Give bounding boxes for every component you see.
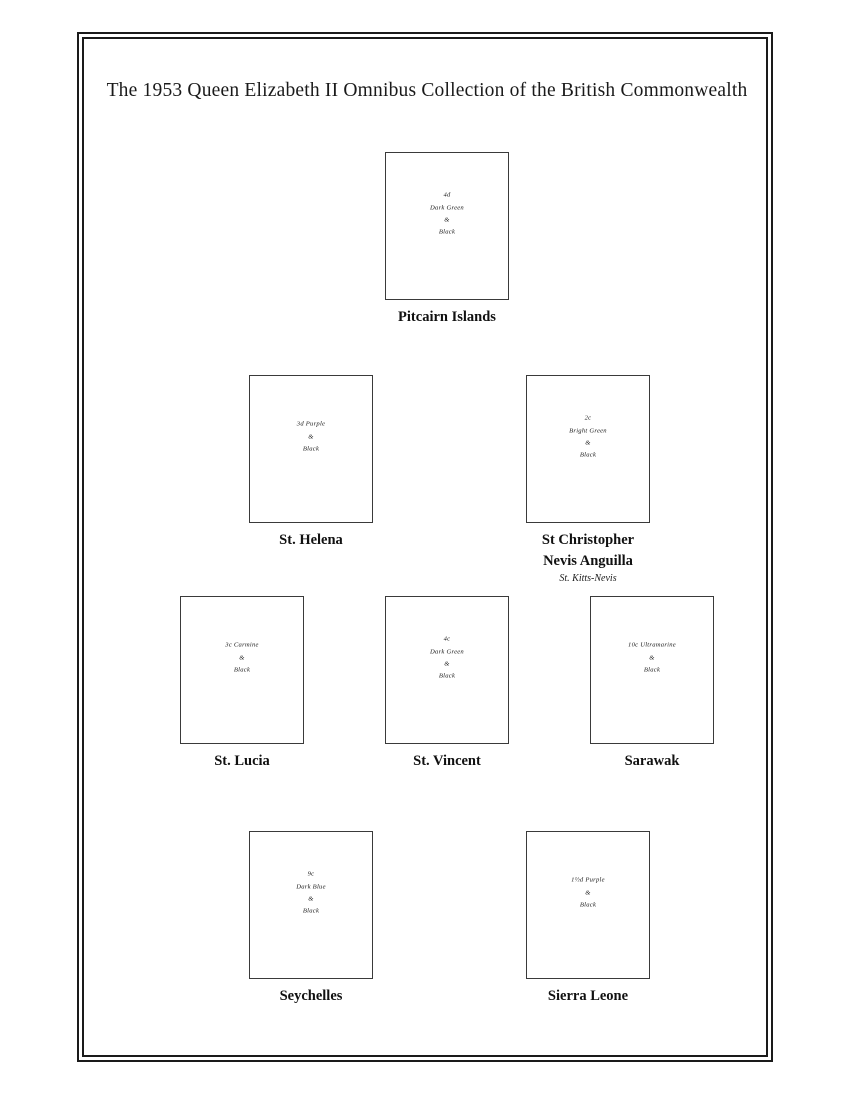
stamp-country-label: St. Lucia: [214, 753, 270, 769]
stamp-country-sublabel: St. Kitts-Nevis: [559, 573, 617, 585]
stamp-desc-line: Black: [302, 445, 320, 453]
stamp-mount-box-st-vincent[interactable]: 4c Dark Green & Black: [385, 596, 509, 744]
stamp-desc-line: Bright Green: [569, 427, 607, 435]
stamp-description-st-vincent: 4c Dark Green & Black: [386, 634, 508, 683]
stamp-description-st-helena: 3d Purple & Black: [250, 419, 372, 456]
stamp-mount-box-seychelles[interactable]: 9c Dark Blue & Black: [249, 831, 373, 979]
stamp-desc-line: Black: [438, 672, 456, 680]
stamp-desc-line: 1½d Purple: [571, 877, 605, 885]
frame-inner-rule-1: [82, 37, 768, 1057]
stamp-description-st-lucia: 3c Carmine & Black: [181, 640, 303, 677]
stamp-mount-box-st-lucia[interactable]: 3c Carmine & Black: [180, 596, 304, 744]
stamp-desc-line: 2c: [584, 414, 592, 422]
stamp-desc-line: 3d Purple: [296, 421, 326, 429]
stamp-desc-line: Black: [438, 228, 456, 236]
album-page-frame: The 1953 Queen Elizabeth II Omnibus Coll…: [77, 32, 773, 1062]
stamp-desc-line: &: [444, 660, 450, 668]
stamp-country-label: Pitcairn Islands: [398, 309, 496, 325]
stamp-entry-pitcairn-islands: 4d Dark Green & Black Pitcairn Islands: [385, 152, 509, 328]
stamp-desc-line: &: [308, 433, 314, 441]
stamp-description-sierra-leone: 1½d Purple & Black: [527, 875, 649, 912]
stamp-country-label: Sierra Leone: [547, 988, 629, 1004]
frame-inner-rule-2: [83, 38, 767, 1056]
stamp-mount-box-sierra-leone[interactable]: 1½d Purple & Black: [526, 831, 650, 979]
stamp-desc-line: 3c Carmine: [225, 642, 259, 650]
stamp-desc-line: Dark Green: [430, 204, 464, 212]
stamp-country-label: St. Helena: [279, 532, 343, 548]
stamp-entry-st-helena: 3d Purple & Black St. Helena: [249, 375, 373, 551]
stamp-desc-line: Black: [579, 901, 597, 909]
stamp-desc-line: &: [649, 654, 655, 662]
stamp-desc-line: &: [239, 654, 245, 662]
stamp-desc-line: 10c Ultramarine: [628, 642, 676, 650]
stamp-country-label: Seychelles: [279, 988, 343, 1004]
stamp-description-st-christopher: 2c Bright Green & Black: [527, 413, 649, 462]
stamp-desc-line: &: [585, 439, 591, 447]
stamp-desc-line: Dark Green: [430, 648, 464, 656]
stamp-country-label: St. Vincent: [413, 753, 481, 769]
stamp-desc-line: &: [308, 895, 314, 903]
stamp-desc-line: 4d: [443, 191, 451, 199]
stamp-desc-line: &: [585, 889, 591, 897]
stamp-entry-sarawak: 10c Ultramarine & Black Sarawak: [590, 596, 714, 772]
stamp-entry-st-christopher: 2c Bright Green & Black St Christopher N…: [526, 375, 650, 585]
stamp-description-seychelles: 9c Dark Blue & Black: [250, 869, 372, 918]
stamp-entry-st-vincent: 4c Dark Green & Black St. Vincent: [385, 596, 509, 772]
stamp-desc-line: &: [444, 216, 450, 224]
stamp-mount-box-st-helena[interactable]: 3d Purple & Black: [249, 375, 373, 523]
stamp-desc-line: Black: [302, 907, 320, 915]
stamp-entry-st-lucia: 3c Carmine & Black St. Lucia: [180, 596, 304, 772]
stamp-desc-line: Dark Blue: [296, 883, 326, 891]
stamp-entry-seychelles: 9c Dark Blue & Black Seychelles: [249, 831, 373, 1007]
stamp-country-label-line2: Nevis Anguilla: [543, 552, 633, 569]
stamp-entry-sierra-leone: 1½d Purple & Black Sierra Leone: [526, 831, 650, 1007]
stamp-desc-line: Black: [233, 666, 251, 674]
page-title: The 1953 Queen Elizabeth II Omnibus Coll…: [106, 80, 748, 101]
stamp-desc-line: 4c: [443, 635, 451, 643]
stamp-description-sarawak: 10c Ultramarine & Black: [591, 640, 713, 677]
stamp-mount-box-pitcairn-islands[interactable]: 4d Dark Green & Black: [385, 152, 509, 300]
stamp-desc-line: 9c: [307, 870, 315, 878]
stamp-country-label: Sarawak: [624, 753, 680, 769]
stamp-desc-line: Black: [643, 666, 661, 674]
stamp-mount-box-sarawak[interactable]: 10c Ultramarine & Black: [590, 596, 714, 744]
stamp-country-label: St Christopher Nevis Anguilla: [526, 530, 650, 571]
stamp-description-pitcairn-islands: 4d Dark Green & Black: [386, 190, 508, 239]
stamp-desc-line: Black: [579, 451, 597, 459]
stamp-country-label-line1: St Christopher: [541, 532, 635, 548]
stamp-mount-box-st-christopher[interactable]: 2c Bright Green & Black: [526, 375, 650, 523]
